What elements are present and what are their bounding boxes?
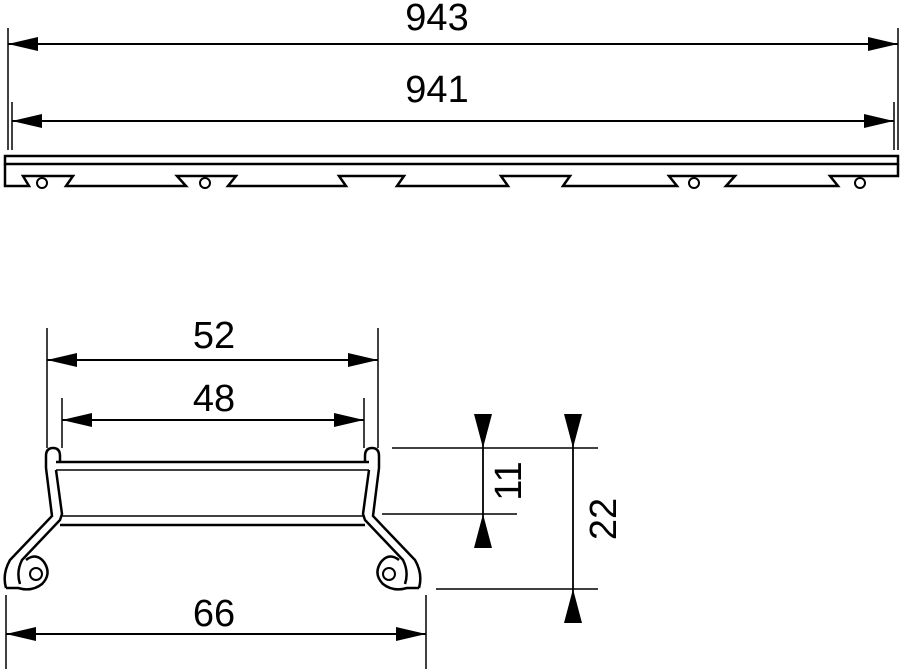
dimension-label-941: 941 — [405, 69, 468, 111]
mounting-hole-2 — [199, 177, 211, 189]
dimension-label-22: 22 — [583, 498, 625, 540]
mounting-hole-4 — [854, 177, 866, 189]
cross-section-view: 52 48 66 — [3, 315, 625, 669]
dimension-label-48: 48 — [193, 378, 235, 420]
arrow-11-bottom — [474, 514, 492, 548]
drain-grate-top-view — [3, 154, 900, 189]
arrow-11-top — [474, 414, 492, 448]
dimension-base-width: 66 — [6, 593, 426, 641]
profile-left-wall — [3, 467, 54, 589]
profile-right-wall-inner — [361, 469, 408, 585]
dimension-top-width: 52 — [47, 315, 378, 367]
arrow-22-bottom — [564, 589, 582, 623]
grate-top-strip — [3, 154, 900, 166]
top-view: 943 941 — [3, 0, 900, 189]
drain-profile-section — [3, 446, 422, 591]
arrow-22-top — [564, 414, 582, 448]
dimension-label-66: 66 — [193, 593, 235, 635]
profile-right-foot — [376, 555, 419, 591]
dimension-label-52: 52 — [193, 315, 235, 357]
grate-body-outline — [3, 164, 900, 188]
profile-left-wall-inner — [17, 469, 64, 585]
mounting-hole-3 — [688, 177, 700, 189]
dimension-overall-length: 943 — [8, 0, 898, 51]
mounting-hole-1 — [36, 177, 48, 189]
profile-left-foot — [6, 555, 49, 591]
profile-right-foot-hole — [382, 567, 396, 581]
profile-left-lip — [44, 446, 62, 468]
dimension-inner-length: 941 — [12, 69, 894, 128]
dimension-inner-width: 48 — [62, 378, 364, 427]
dimension-label-11: 11 — [488, 461, 530, 500]
profile-left-foot-hole — [29, 567, 43, 581]
dimension-depth-small: 11 — [474, 414, 530, 548]
dimension-label-943: 943 — [405, 0, 468, 39]
profile-right-lip — [363, 446, 381, 468]
profile-right-wall — [371, 467, 422, 589]
dimension-depth-total: 22 — [564, 414, 625, 623]
